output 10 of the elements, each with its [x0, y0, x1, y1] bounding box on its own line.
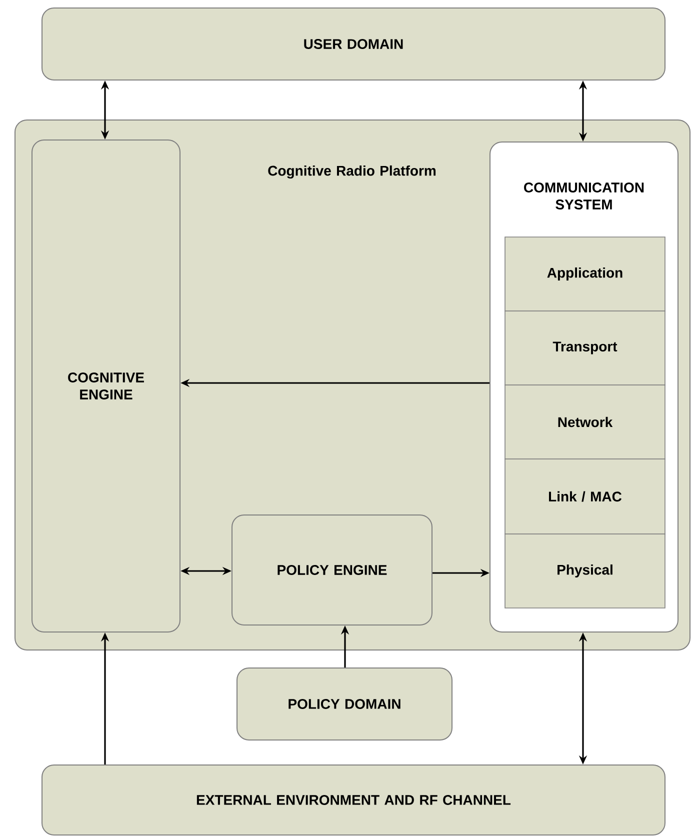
rounded-box: POLICY DOMAIN: [236, 668, 452, 740]
rounded-box: USER DOMAIN: [42, 8, 666, 80]
layer-cell: Link / MAC: [504, 458, 666, 534]
rounded-box: POLICY ENGINE: [232, 514, 432, 626]
rounded-box: COGNITIVE ENGINE: [32, 140, 180, 632]
rounded-box: EXTERNAL ENVIRONMENT AND RF CHANNEL: [42, 764, 666, 836]
layer-cell: Transport: [504, 310, 666, 386]
layer-cell: Network: [504, 384, 666, 460]
layer-cell: Physical: [504, 534, 666, 608]
layer-cell: Application: [504, 236, 666, 312]
